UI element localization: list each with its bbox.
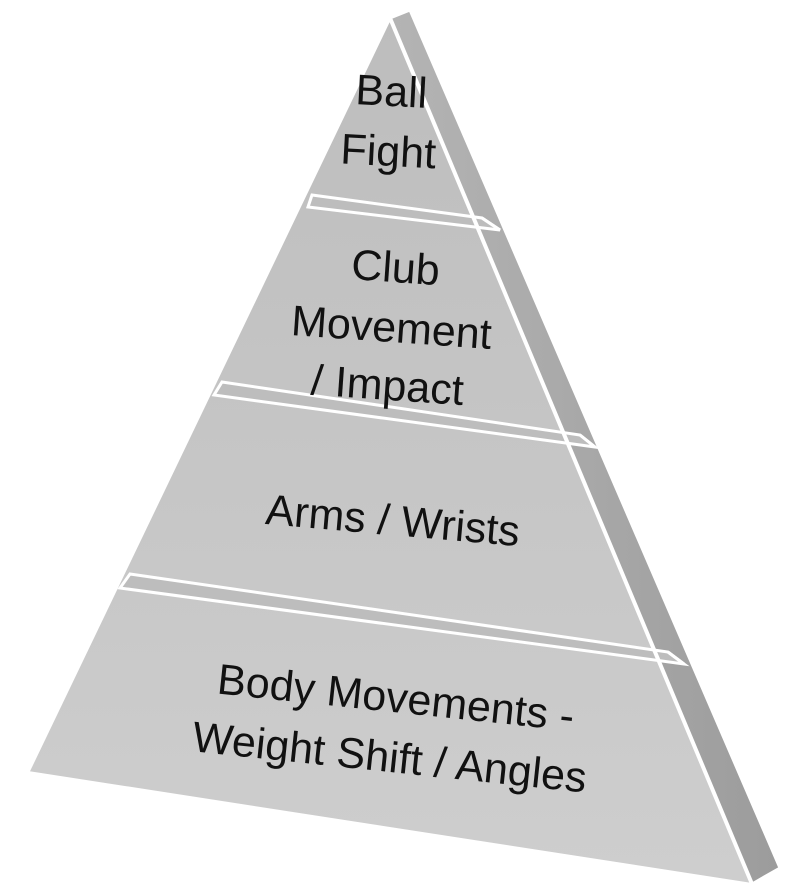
pyramid-base-edge [27, 771, 753, 885]
tier-club-movement-line-1: Club [350, 241, 442, 295]
tier-ball-flight-line-2: Fight [339, 125, 437, 178]
pyramid-left-edge [26, 17, 392, 773]
tier-ball-flight: Ball Fight [339, 66, 437, 178]
tier-ball-flight-line-1: Ball [354, 66, 428, 118]
pyramid-front-face [28, 18, 752, 884]
pyramid-right-edge [388, 17, 754, 885]
side-tier-mark-3 [667, 650, 685, 666]
tier-club-movement-line-3: / Impact [309, 357, 465, 416]
side-tier-mark-1 [481, 216, 501, 232]
side-tier-mark-2 [579, 433, 596, 449]
